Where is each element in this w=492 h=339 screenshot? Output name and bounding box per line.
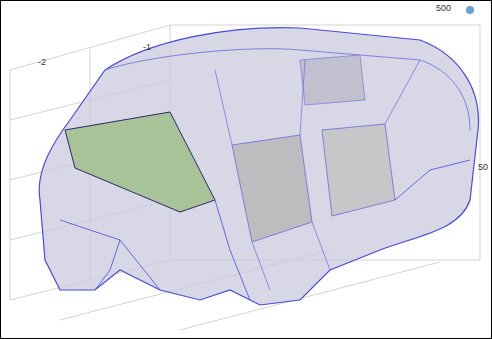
axis-tick: 500 xyxy=(436,4,451,13)
axis-tick: 50 xyxy=(478,163,488,172)
axis-tick: -1 xyxy=(143,43,151,52)
axis-tick: -2 xyxy=(38,58,46,67)
